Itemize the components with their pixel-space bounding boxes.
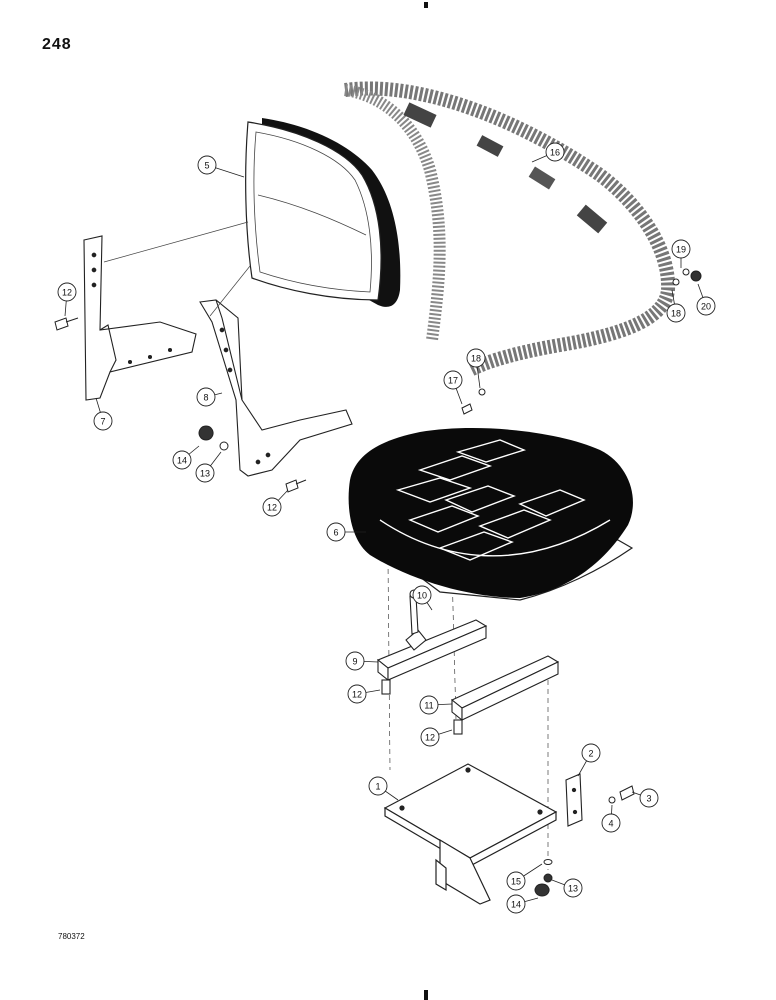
callout-number: 17	[448, 376, 458, 386]
callout-circle	[506, 894, 526, 914]
callout-circle	[671, 239, 691, 259]
callout-circle	[345, 651, 365, 671]
callout-18: 18	[466, 348, 486, 389]
callout-circle	[419, 695, 439, 715]
callout-number: 4	[608, 819, 613, 829]
callout-number: 10	[417, 591, 427, 601]
callout-14: 14	[506, 894, 539, 914]
callout-15: 15	[506, 863, 543, 891]
callout-3: 3	[631, 788, 659, 808]
callout-circle	[57, 282, 77, 302]
callout-number: 15	[511, 877, 521, 887]
callout-5: 5	[197, 155, 245, 178]
callout-number: 2	[588, 749, 593, 759]
callout-4: 4	[601, 804, 621, 833]
callout-layer: 5161278141312192018181761091211122134151…	[57, 142, 716, 914]
callout-number: 5	[204, 161, 209, 171]
bracket-left-part	[83, 235, 197, 401]
callout-circle	[196, 387, 216, 407]
bracket-right-part	[199, 299, 353, 477]
callout-18: 18	[666, 289, 686, 323]
mounting-bracket-part	[565, 773, 583, 827]
callout-circle	[368, 776, 388, 796]
callout-circle	[601, 813, 621, 833]
callout-19: 19	[671, 239, 691, 268]
callout-circle	[563, 878, 583, 898]
callout-number: 18	[471, 354, 481, 364]
slide-rail-right-part	[450, 655, 560, 735]
callout-16: 16	[531, 142, 565, 163]
callout-circle	[93, 411, 113, 431]
callout-circle	[545, 142, 565, 162]
callout-number: 20	[701, 302, 711, 312]
slide-rail-left-part	[376, 589, 488, 695]
callout-number: 8	[203, 393, 208, 403]
callout-number: 14	[177, 456, 187, 466]
callout-circle	[639, 788, 659, 808]
callout-circle	[172, 450, 192, 470]
callout-number: 3	[646, 794, 651, 804]
top-mark	[424, 2, 428, 8]
callout-number: 1	[375, 782, 380, 792]
callout-circle	[443, 370, 463, 390]
callout-number: 14	[511, 900, 521, 910]
support-plate-part	[383, 763, 558, 905]
callout-10: 10	[412, 585, 433, 611]
callout-number: 7	[100, 417, 105, 427]
callout-circle	[420, 727, 440, 747]
callout-circle	[696, 296, 716, 316]
callout-12: 12	[347, 684, 381, 704]
callout-circle	[506, 871, 526, 891]
callout-number: 12	[62, 288, 72, 298]
callout-1: 1	[368, 776, 399, 801]
hardware-parts	[54, 268, 702, 897]
seat-belt-part	[343, 81, 676, 377]
callout-12: 12	[420, 727, 453, 747]
callout-number: 16	[550, 148, 560, 158]
callout-number: 19	[676, 245, 686, 255]
callout-12: 12	[57, 282, 77, 317]
callout-8: 8	[196, 387, 223, 407]
callout-circle	[581, 743, 601, 763]
callout-number: 13	[568, 884, 578, 894]
bottom-mark	[424, 990, 428, 1000]
callout-number: 13	[200, 469, 210, 479]
seat-cushion-part	[348, 428, 634, 601]
callout-6: 6	[326, 522, 366, 542]
seat-back-part	[245, 118, 401, 307]
callout-20: 20	[696, 283, 716, 316]
callout-number: 12	[425, 733, 435, 743]
callout-circle	[262, 497, 282, 517]
callout-number: 12	[352, 690, 362, 700]
callout-13: 13	[195, 451, 222, 483]
callout-circle	[326, 522, 346, 542]
callout-number: 11	[424, 701, 433, 711]
callout-11: 11	[419, 695, 453, 715]
callout-circle	[666, 303, 686, 323]
callout-13: 13	[551, 878, 583, 898]
callout-circle	[347, 684, 367, 704]
callout-circle	[197, 155, 217, 175]
callout-14: 14	[172, 445, 200, 470]
callout-17: 17	[443, 370, 463, 405]
callout-circle	[412, 585, 432, 605]
callout-2: 2	[577, 743, 601, 777]
page-number: 248	[42, 36, 72, 53]
callout-circle	[466, 348, 486, 368]
callout-number: 18	[671, 309, 681, 319]
callout-12: 12	[262, 489, 289, 517]
callout-9: 9	[345, 651, 379, 671]
callout-number: 6	[333, 528, 338, 538]
figure-code: 780372	[58, 932, 85, 941]
callout-circle	[195, 463, 215, 483]
callout-number: 12	[267, 503, 277, 513]
callout-number: 9	[352, 657, 357, 667]
callout-7: 7	[93, 397, 113, 431]
